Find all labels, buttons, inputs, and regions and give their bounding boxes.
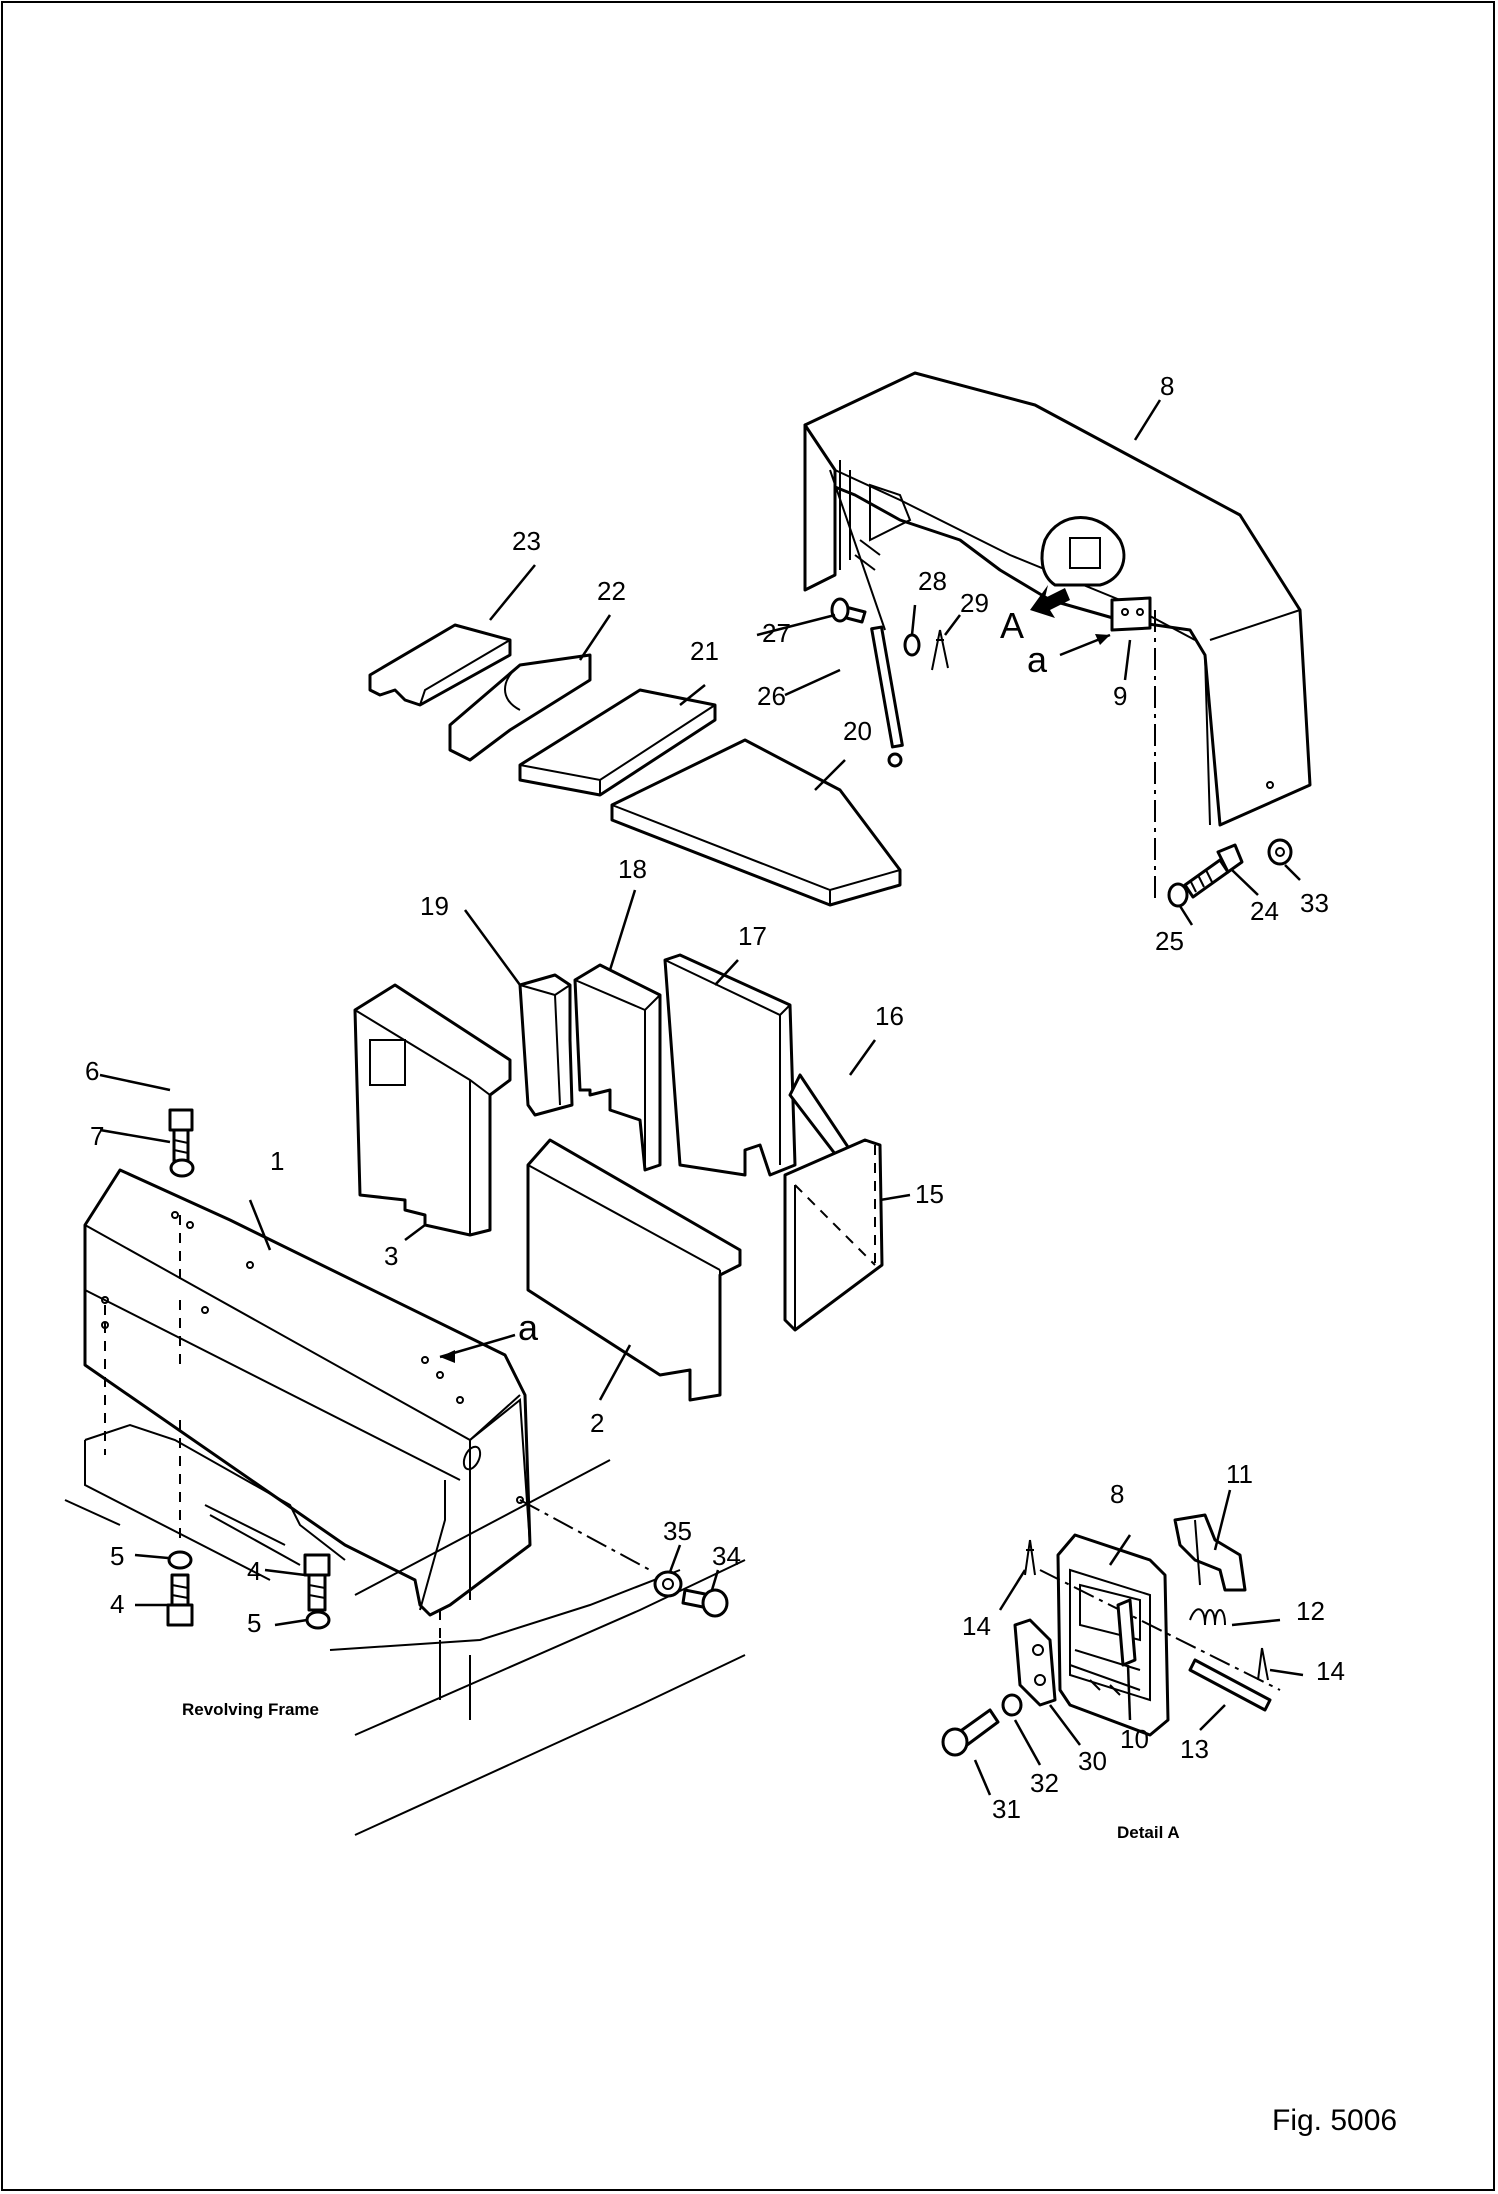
- label-part-24: 24: [1250, 896, 1279, 926]
- marker-ref-a-bottom: a: [518, 1307, 539, 1348]
- part-19-pad: [518, 973, 574, 1117]
- part-20-pad: [610, 738, 902, 907]
- label-part-5-right: 5: [247, 1608, 261, 1638]
- label-part-10: 10: [1120, 1724, 1149, 1754]
- label-part-8: 8: [1160, 371, 1174, 401]
- part-24-bolt: [1183, 843, 1244, 899]
- label-part-12: 12: [1296, 1596, 1325, 1626]
- caption-revolving-frame: Revolving Frame: [182, 1700, 319, 1719]
- label-part-1: 1: [270, 1146, 284, 1176]
- part-3-pad: [353, 983, 512, 1237]
- part-25-washer: [1167, 882, 1189, 908]
- label-part-21: 21: [690, 636, 719, 666]
- figure-number: Fig. 5006: [1272, 2104, 1397, 2137]
- detail-a-drawing: [941, 1513, 1281, 1757]
- label-part-35: 35: [663, 1516, 692, 1546]
- label-part-4-left: 4: [110, 1589, 124, 1619]
- label-part-3: 3: [384, 1241, 398, 1271]
- part-9-bracket: [1110, 596, 1152, 632]
- label-part-20: 20: [843, 716, 872, 746]
- part-17-pad: [663, 953, 797, 1177]
- part-35-nut: [653, 1570, 683, 1598]
- part-33-nut: [1267, 838, 1293, 866]
- label-part-5-left: 5: [110, 1541, 124, 1571]
- part-34-bolt: [681, 1588, 729, 1618]
- label-part-13: 13: [1180, 1734, 1209, 1764]
- label-part-19: 19: [420, 891, 449, 921]
- label-part-27: 27: [762, 618, 791, 648]
- label-part-14-left: 14: [962, 1611, 991, 1641]
- marker-view-a: A: [1000, 605, 1024, 646]
- part-18-pad: [573, 963, 662, 1172]
- part-29-pin: [931, 629, 949, 671]
- part-6-bolt: [168, 1108, 194, 1172]
- label-part-4-right: 4: [247, 1556, 261, 1586]
- caption-detail-a: Detail A: [1117, 1823, 1180, 1842]
- label-part-11: 11: [1226, 1459, 1253, 1489]
- part-23-pad: [368, 623, 512, 707]
- label-part-25: 25: [1155, 926, 1184, 956]
- label-part-14-right: 14: [1316, 1656, 1345, 1686]
- label-part-2: 2: [590, 1408, 604, 1438]
- part-4-bolt-right: [303, 1553, 331, 1612]
- label-part-30: 30: [1078, 1746, 1107, 1776]
- label-part-8-detail: 8: [1110, 1479, 1124, 1509]
- marker-ref-a-top: a: [1027, 639, 1048, 680]
- label-part-22: 22: [597, 576, 626, 606]
- label-part-6: 6: [85, 1056, 99, 1086]
- part-27-pin: [830, 597, 867, 624]
- label-part-26: 26: [757, 681, 786, 711]
- label-part-33: 33: [1300, 888, 1329, 918]
- part-5-washer-right: [305, 1610, 331, 1630]
- view-a-arrow: [1030, 585, 1070, 618]
- label-part-32: 32: [1030, 1768, 1059, 1798]
- label-part-34: 34: [712, 1541, 741, 1571]
- label-part-15: 15: [915, 1179, 944, 1209]
- label-part-28: 28: [918, 566, 947, 596]
- label-part-23: 23: [512, 526, 541, 556]
- part-22-pad: [448, 653, 592, 762]
- part-labels: 8 9 23 22 21 20 26 27 28 29 24 25 33 19 …: [85, 371, 1397, 2137]
- leader-lines: [99, 399, 1304, 1796]
- label-part-16: 16: [875, 1001, 904, 1031]
- part-7-washer: [169, 1158, 195, 1178]
- part-26-gas-spring: [829, 469, 904, 768]
- part-5-washer-left: [167, 1550, 193, 1570]
- label-part-18: 18: [618, 854, 647, 884]
- label-part-7: 7: [90, 1121, 104, 1151]
- part-4-bolt-left: [166, 1573, 194, 1627]
- label-part-17: 17: [738, 921, 767, 951]
- label-part-31: 31: [992, 1794, 1021, 1824]
- label-part-9: 9: [1113, 681, 1127, 711]
- part-28-washer: [903, 633, 921, 657]
- part-2-pad: [526, 1138, 742, 1402]
- part-15-panel: [783, 1138, 884, 1332]
- label-part-29: 29: [960, 588, 989, 618]
- part-1-frame: [83, 1168, 532, 1617]
- part-21-pad: [518, 688, 717, 797]
- revolving-frame: [64, 1420, 746, 1836]
